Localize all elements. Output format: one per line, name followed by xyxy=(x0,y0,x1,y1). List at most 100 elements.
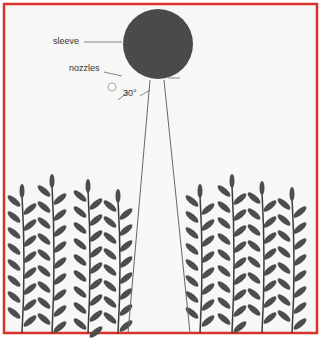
leaf xyxy=(36,264,52,279)
leaf xyxy=(118,207,134,222)
leaf xyxy=(118,239,134,254)
leader-line xyxy=(168,78,180,79)
plant-stem xyxy=(232,185,234,333)
leaf xyxy=(276,309,292,324)
plant-stem xyxy=(22,195,24,333)
leaf xyxy=(246,223,262,238)
spray-line xyxy=(164,80,190,333)
leaf xyxy=(184,210,200,225)
leaf xyxy=(246,287,262,302)
leaf xyxy=(102,295,118,310)
leaf xyxy=(246,207,262,222)
sleeve-circle xyxy=(123,9,193,79)
leaf xyxy=(72,301,88,316)
leaf xyxy=(216,280,232,295)
leaf xyxy=(102,279,118,294)
leaf xyxy=(6,194,22,209)
leaf xyxy=(36,312,52,327)
leaf xyxy=(184,274,200,289)
leaf xyxy=(232,192,248,207)
frame xyxy=(4,4,317,333)
leaf xyxy=(52,288,68,303)
leaf xyxy=(102,231,118,246)
leaf xyxy=(200,282,216,297)
leaf xyxy=(36,200,52,215)
part-label: 30° xyxy=(122,89,138,98)
leaf xyxy=(36,216,52,231)
part-label: sleeve xyxy=(52,37,80,46)
plant-stem xyxy=(262,192,264,333)
leaf xyxy=(22,282,38,297)
leaf xyxy=(216,216,232,231)
leaf xyxy=(262,199,278,214)
leaf xyxy=(6,242,22,257)
leaf xyxy=(72,253,88,268)
leaf xyxy=(216,200,232,215)
leaf xyxy=(6,274,22,289)
leaf xyxy=(292,253,308,268)
leaf xyxy=(52,224,68,239)
leaf xyxy=(22,250,38,265)
leaf xyxy=(102,263,118,278)
leaf xyxy=(86,179,91,193)
leaf xyxy=(52,304,68,319)
leaf xyxy=(292,221,308,236)
leaf xyxy=(36,232,52,247)
leaf xyxy=(6,210,22,225)
leaf xyxy=(262,279,278,294)
leaf xyxy=(52,256,68,271)
part-label: nozzles xyxy=(68,64,101,73)
leaf xyxy=(276,261,292,276)
leaf xyxy=(292,205,308,220)
leaf xyxy=(6,306,22,321)
leaf xyxy=(200,202,216,217)
leaf xyxy=(232,272,248,287)
leaf xyxy=(184,194,200,209)
leaf xyxy=(184,258,200,273)
leaf xyxy=(200,218,216,233)
leaf xyxy=(20,184,25,198)
leaf xyxy=(118,255,134,270)
leaf xyxy=(72,317,88,332)
leaf xyxy=(200,234,216,249)
leaf xyxy=(232,256,248,271)
leaf xyxy=(88,229,104,244)
leaf xyxy=(198,184,203,198)
leaf xyxy=(6,226,22,241)
leaf xyxy=(118,303,134,318)
leaf xyxy=(36,280,52,295)
leaf xyxy=(88,325,104,338)
leaf xyxy=(276,245,292,260)
leaf xyxy=(118,319,134,334)
leaf xyxy=(276,293,292,308)
leaf xyxy=(102,199,118,214)
leaf xyxy=(246,255,262,270)
plant-stem xyxy=(52,185,54,333)
leaf xyxy=(52,192,68,207)
leaf xyxy=(6,290,22,305)
angle-mark xyxy=(140,90,150,96)
leaf xyxy=(72,285,88,300)
leaf xyxy=(72,221,88,236)
leaf xyxy=(52,240,68,255)
leaf xyxy=(52,272,68,287)
leaf xyxy=(184,226,200,241)
leader-line xyxy=(104,72,122,76)
leaf xyxy=(292,317,308,332)
leaf xyxy=(216,184,232,199)
leaf xyxy=(88,213,104,228)
leaf xyxy=(22,298,38,313)
leaf xyxy=(52,320,68,335)
leaf xyxy=(260,181,265,195)
nozzle xyxy=(108,83,116,91)
leaf xyxy=(88,197,104,212)
leaf xyxy=(232,224,248,239)
leaf xyxy=(102,311,118,326)
leaf xyxy=(200,298,216,313)
leaf xyxy=(262,311,278,326)
leaf xyxy=(232,304,248,319)
leaf xyxy=(292,285,308,300)
plants xyxy=(6,174,308,338)
plant-stem xyxy=(200,195,202,333)
